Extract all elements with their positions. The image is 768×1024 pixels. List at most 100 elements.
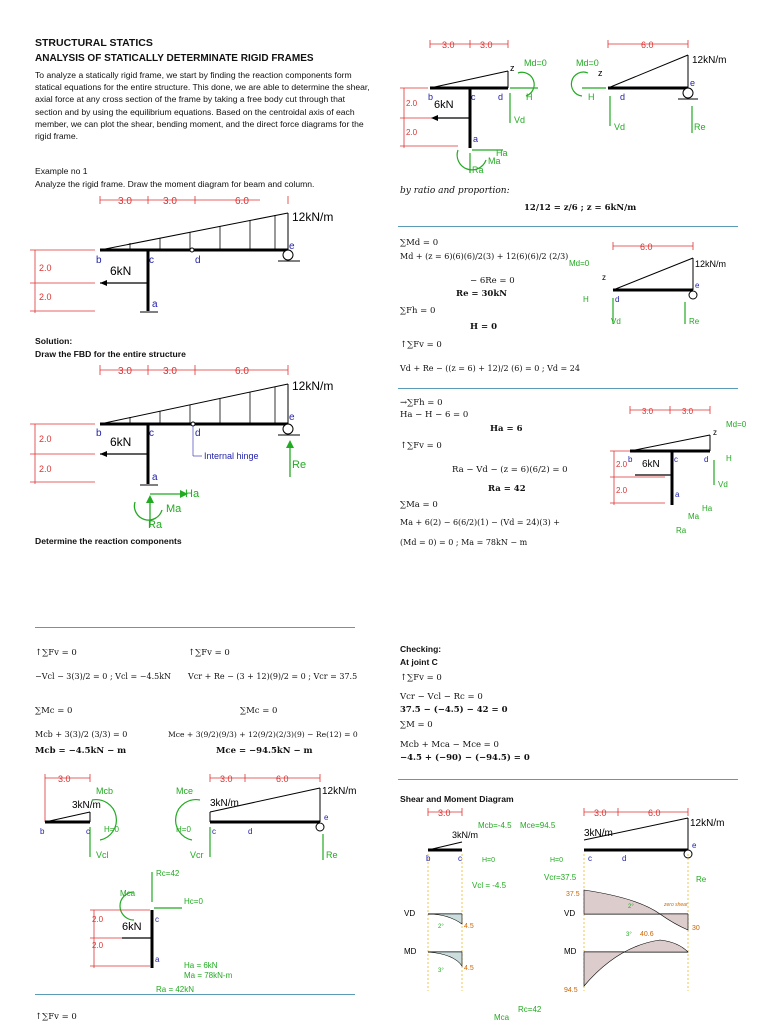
node-e-3: e [690,78,695,88]
node-c-sm2: c [588,854,592,863]
load3-left: 3kN/m [72,800,101,811]
node-a-4: a [675,490,680,499]
intro-paragraph: To analyze a statically rigid frame, we … [35,70,370,142]
checking-l2: 37.5 − (−4.5) − 42 = 0 [400,705,508,715]
mcb-label: Mcb [96,786,113,796]
dim-3b: 3.0 [163,196,177,207]
ha-label-3: Ha [702,504,713,513]
vcr-label: Vcr [190,850,204,860]
dim-3a-2: 3.0 [118,366,132,377]
ratio-caption: by ratio and proportion: [400,186,510,196]
dim-3-sm1: 3.0 [438,808,451,818]
ratio-equation: 12/12 = z/6 ; z = 6kN/m [524,203,637,213]
md0-label-3: Md=0 [569,259,590,268]
z-label-3: z [602,273,606,282]
solution-label: Solution: [35,336,73,346]
ma-label-2: Ma [488,156,501,166]
force-label-5: 6kN [122,921,142,933]
divider-1 [398,226,738,227]
checking-m: ∑M = 0 [400,720,433,730]
hc-label: Hc=0 [184,897,203,906]
h-label-2: H [588,92,595,102]
ra-label-3: Ra [676,526,687,535]
node-b-2: b [96,428,102,439]
vd-axis-left: VD [404,909,415,918]
eq-ra-result: Ra = 42 [488,484,526,494]
eq-ha-result: Ha = 6 [490,424,523,434]
force-label-1: 6kN [110,264,131,278]
page-title: STRUCTURAL STATICS [35,37,153,49]
eq-ma-line: Ma + 6(2) − 6(6/2)(1) − (Vd = 24)(3) + [400,518,560,527]
ra-label: Ra [148,519,163,531]
page-subtitle: ANALYSIS OF STATICALLY DETERMINATE RIGID… [35,53,314,64]
eq-md-line2: − 6Re = 0 [470,276,515,286]
z-label-2: z [598,68,603,78]
eq-bottom-cutoff: ↑∑Fv = 0 [35,1012,77,1022]
rc-label: Rc=42 [156,869,180,878]
v45-label: 4.5 [464,923,474,930]
mce-label: Mce [176,786,193,796]
md0-label-4: Md=0 [726,420,747,429]
load3-sm2: 3kN/m [584,828,613,839]
eq-sum-md: ∑Md = 0 [400,238,439,248]
re-label-4: Re [326,850,338,860]
node-d-3: d [498,92,503,102]
eq-mce-result: Mce = −94.5kN − m [216,746,313,756]
load-label-2: 12kN/m [292,379,333,393]
node-b-5: b [40,827,45,836]
dim-3b-4: 3.0 [682,407,694,416]
eq-fv-left: ↑∑Fv = 0 [35,648,77,658]
md-axis-left: MD [404,947,417,956]
checking-fv: ↑∑Fv = 0 [400,673,442,683]
ha-label-2: Ha [496,148,508,158]
ma78-label: Ma = 78kN-m [184,971,233,980]
node-b-4: b [628,455,633,464]
dim-2b-4: 2.0 [616,486,628,495]
eq-ma-line2: (Md = 0) = 0 ; Ma = 78kN − m [400,538,528,547]
dim-3b-2: 3.0 [163,366,177,377]
fbd-instruction: Draw the FBD for the entire structure [35,349,186,359]
eq-sum-fv-2: ↑∑Fv = 0 [400,441,442,451]
reaction-instruction: Determine the reaction components [35,536,182,546]
load-label-5: 12kN/m [322,786,356,797]
eq-md-line: Md + (z = 6)(6)(6)/2(3) + 12(6)(6)/2 (2/… [400,252,569,261]
checking-l1: Vcr − Vcl − Rc = 0 [400,692,483,702]
ma-label-3: Ma [688,512,700,521]
load-label-1: 12kN/m [292,210,333,224]
deg2-left: 2° [438,924,444,930]
eq-h-result: H = 0 [470,322,497,332]
node-d-6: d [704,455,708,464]
mce-val: Mce=94.5 [520,821,556,830]
divider-4 [35,994,355,995]
dim-6-right: 6.0 [276,774,289,784]
node-c-4: c [674,455,678,464]
load3-right: 3kN/m [210,798,239,809]
frame-diagram-1: 3.0 3.0 6.0 2.0 2.0 12kN/m 6kN b c d e a [30,196,333,313]
dim-3a-3: 3.0 [442,40,455,50]
checking-l4: −4.5 + (−90) − (−94.5) = 0 [400,753,530,763]
load-label-4: 12kN/m [695,259,726,269]
deg2-right: 2° [628,904,634,910]
eq-ra-line: Ra − Vd − (z = 6)(6/2) = 0 [452,465,568,475]
eq-fv-right: ↑∑Fv = 0 [188,648,230,658]
fbd-split-diagram: 3.0 3.0 6.0 2.0 2.0 z z 12kN/m 6kN b c d… [400,40,726,175]
eq-mc-right: ∑Mc = 0 [240,706,278,716]
z-label-4: z [713,428,717,437]
vd-label-4: Vd [718,480,728,489]
ra42-label: Ra = 42kN [156,985,194,994]
md0-label-1: Md=0 [524,58,547,68]
dim-6-sm: 6.0 [648,808,661,818]
dim-3b-3: 3.0 [480,40,493,50]
eq-mcb-result: Mcb = −4.5kN − m [35,746,127,756]
load3-sm1: 3kN/m [452,830,478,840]
node-c-1: c [149,255,154,266]
h0-label-1: H=0 [104,825,119,834]
h-label-1: H [526,92,533,102]
dim-2a-2: 2.0 [39,434,52,444]
v375-label: 37.5 [566,891,580,898]
node-e-4: e [695,281,700,290]
dim-6-2: 6.0 [235,366,249,377]
node-d-7: d [248,827,252,836]
load-sm: 12kN/m [690,818,724,829]
z-label-1: z [510,63,515,73]
